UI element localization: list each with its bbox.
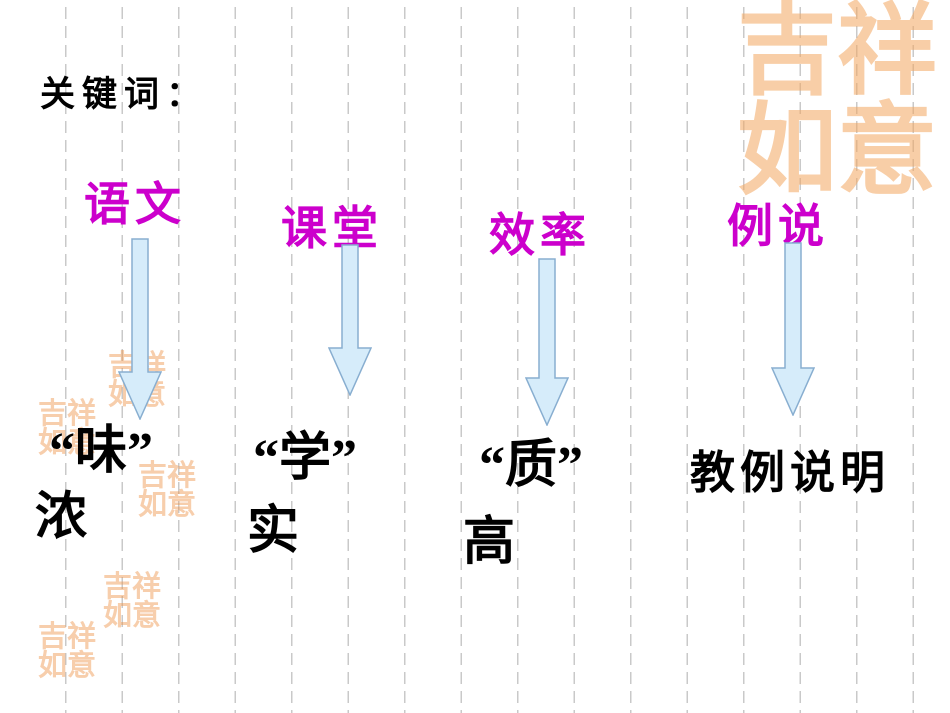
result-zhi-gao: “质” 高 [463, 437, 643, 587]
seal-stamp-icon: 吉祥如意 [737, 0, 937, 207]
result-modifier-char: 浓 [35, 489, 88, 546]
result-quoted-char: “质” [479, 437, 584, 494]
result-xue-shi: “学” 实 [247, 430, 427, 575]
seal-stamp-icon: 吉祥如意 [138, 460, 197, 521]
keyword-lishuo: 例说 [727, 201, 829, 252]
down-arrow-icon [328, 244, 372, 396]
down-arrow-icon [525, 258, 569, 426]
result-wei-nong: “味” 浓 [35, 423, 235, 563]
down-arrow-icon [771, 242, 815, 416]
result-modifier-char: 实 [247, 503, 300, 560]
seal-stamp-icon: 吉祥如意 [38, 621, 97, 682]
seal-stamp-icon: 吉祥如意 [38, 398, 97, 459]
result-quoted-char: “味” [49, 423, 154, 480]
keyword-yuwen: 语文 [84, 179, 186, 230]
result-jiaoli-shuoming: 教例说明 [690, 448, 910, 519]
down-arrow-icon [118, 238, 162, 420]
keyword-ketang: 课堂 [281, 203, 383, 254]
result-quoted-char: “学” [253, 430, 358, 487]
seal-stamp-icon: 吉祥如意 [103, 571, 162, 632]
slide-heading: 关键词： [40, 75, 209, 114]
result-text: 教例说明 [690, 448, 891, 498]
result-modifier-char: 高 [463, 514, 516, 571]
keyword-xiaolv: 效率 [489, 210, 591, 261]
